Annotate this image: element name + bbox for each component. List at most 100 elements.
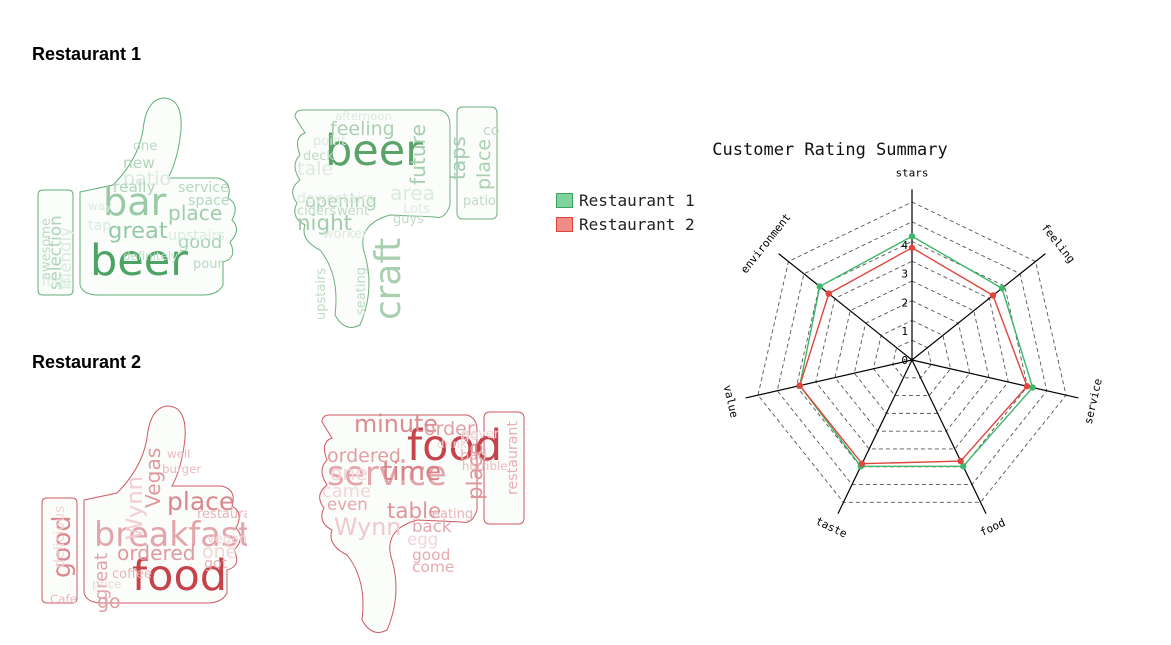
cloud-word: well — [167, 447, 190, 461]
cloud-word: beer — [90, 236, 188, 286]
cloud-word: horrible — [462, 459, 508, 473]
cloud-word: one — [133, 139, 157, 154]
cloud-word: place — [167, 487, 234, 516]
series-point — [957, 457, 964, 465]
axis-spoke — [911, 359, 1079, 399]
r1-thumbs-up-wordcloud: beerbargreatplacepatiogoodselectionfrien… — [37, 97, 237, 296]
cloud-word: co — [483, 123, 499, 139]
cloud-word: ciders — [297, 204, 336, 219]
cloud-word: food — [407, 421, 502, 471]
tick-label: 4 — [901, 239, 908, 252]
cloud-word: pour — [193, 257, 223, 272]
cloud-outline — [292, 106, 498, 328]
cloud-word: way — [88, 199, 112, 213]
cloud-word: never — [462, 427, 500, 442]
cloud-word: guys — [393, 212, 424, 227]
grid-ring — [873, 320, 951, 397]
cloud-word: upstairs — [314, 268, 329, 320]
axis-label: food — [978, 516, 1008, 539]
chart-legend: Restaurant 1 Restaurant 2 — [556, 188, 695, 236]
series-point — [1029, 384, 1036, 391]
series-point — [825, 290, 832, 297]
series-line — [799, 235, 1034, 467]
cloud-word: beer — [325, 126, 423, 176]
cloud-word: taps — [446, 136, 470, 180]
series-point — [989, 292, 997, 299]
cloud-word: future — [406, 124, 430, 185]
cloud-word: upstairs — [168, 228, 225, 244]
cloud-word: afternoon — [335, 109, 392, 123]
cloud-word: place — [473, 139, 495, 190]
cloud-word: drink — [437, 437, 467, 451]
cloud-word: tap — [88, 218, 111, 234]
cloud-outline — [319, 411, 525, 633]
cloud-word: worker — [323, 227, 368, 242]
cloud-word: friendly — [56, 227, 75, 290]
axis-label: taste — [814, 514, 849, 540]
cloud-word: tale — [297, 158, 333, 180]
cloud-word: even — [327, 495, 368, 514]
legend-item-restaurant-1: Restaurant 1 — [556, 188, 695, 212]
cloud-word: great — [91, 553, 112, 600]
cloud-word: one — [202, 541, 237, 563]
legend-swatch-restaurant-2 — [556, 216, 573, 232]
series-point — [998, 285, 1006, 292]
cloud-word: went — [337, 204, 369, 219]
cloud-word: food — [42, 275, 71, 290]
series-point — [816, 283, 823, 290]
cloud-word: burger — [162, 462, 201, 476]
cloud-word: table — [387, 499, 441, 524]
axis-spoke — [911, 359, 987, 515]
restaurant1-title: Restaurant 1 — [32, 44, 142, 64]
cloud-word: vegan — [207, 532, 247, 547]
cloud-word: bad — [460, 448, 487, 464]
cloud-word: ordered — [117, 541, 196, 565]
series-point — [858, 460, 866, 467]
grid-ring — [834, 280, 990, 432]
cloud-word: order — [424, 418, 475, 440]
cloud-word: new — [123, 154, 155, 172]
cloud-word: place — [463, 442, 488, 500]
axis-spoke — [911, 253, 1046, 361]
cloud-word: Wynn — [122, 476, 148, 540]
cloud-word: came — [322, 481, 371, 502]
cloud-word: space — [188, 193, 230, 209]
radar-chart: 01234starsfeelingservicefoodtastevalueen… — [721, 167, 1105, 541]
cloud-word: coffee — [112, 567, 152, 582]
legend-label-restaurant-2: Restaurant 2 — [579, 214, 695, 234]
cloud-word: service — [178, 180, 229, 196]
cloud-word: delicious — [52, 506, 68, 568]
r2-thumbs-down-wordcloud: foodservicetimeminuteWynntableplaceoneor… — [319, 410, 525, 633]
cloud-outline — [37, 97, 237, 296]
cloud-word: back — [412, 517, 452, 536]
cloud-word: patio — [123, 168, 171, 190]
cloud-word: bar — [103, 181, 167, 225]
legend-label-restaurant-1: Restaurant 1 — [579, 190, 695, 210]
cloud-word: service — [327, 454, 447, 493]
cloud-word: minute — [354, 410, 438, 438]
grid-ring — [757, 201, 1067, 503]
series-point — [796, 382, 803, 389]
cloud-word: Cafe — [50, 592, 77, 606]
cloud-word: one — [330, 461, 368, 485]
axis-label: stars — [895, 167, 928, 180]
cloud-word: breakfast — [94, 515, 247, 554]
cloud-outline — [41, 405, 241, 604]
cloud-word: ordered — [327, 445, 401, 467]
grid-ring — [853, 300, 971, 414]
cloud-word: opening — [305, 191, 377, 212]
axis-label: feeling — [1039, 221, 1078, 265]
cloud-word: seating — [354, 267, 369, 315]
cloud-word: point — [313, 134, 346, 149]
cloud-word: patio — [463, 194, 496, 209]
axis-spoke — [778, 253, 913, 361]
tick-label: 2 — [901, 296, 908, 309]
axis-spoke — [837, 359, 913, 515]
cloud-word: craft — [368, 238, 409, 320]
series-point — [908, 244, 916, 251]
cloud-word: price — [92, 577, 121, 591]
legend-swatch-restaurant-1 — [556, 192, 573, 208]
cloud-word: feeling — [330, 118, 395, 140]
axis-spoke — [745, 359, 913, 399]
